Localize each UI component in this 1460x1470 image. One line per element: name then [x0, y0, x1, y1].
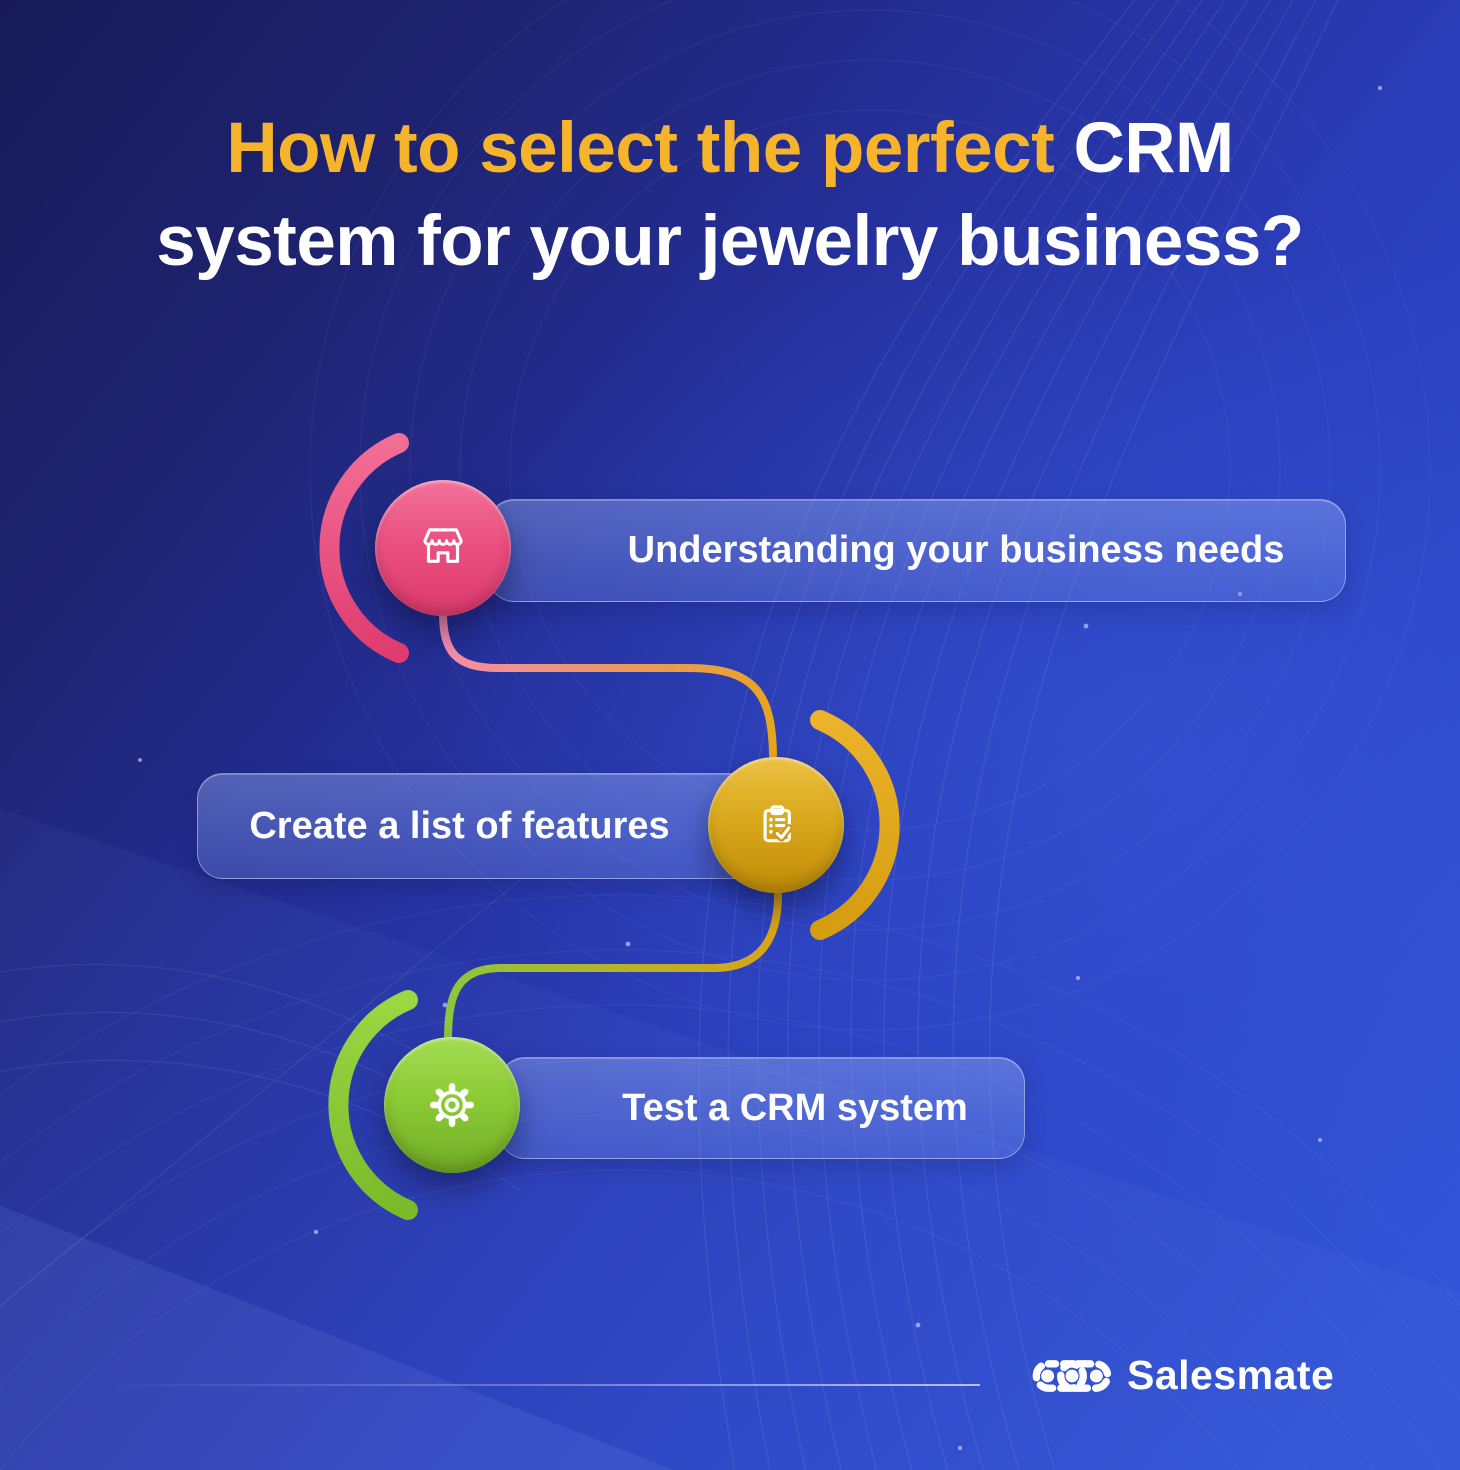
string-fan: [698, 0, 1340, 1470]
storefront-icon: [423, 528, 463, 563]
step-label-pill: Understanding your business needs: [488, 499, 1346, 602]
step2-node: [708, 757, 844, 893]
pink-arc: [319, 433, 409, 663]
chain-links-icon: [1032, 1359, 1112, 1392]
brand-name: Salesmate: [1127, 1352, 1335, 1398]
star-dots: [138, 85, 1383, 1451]
gear-icon: [430, 1083, 474, 1127]
corner-wisps: [0, 879, 521, 1307]
green-arc: [328, 990, 418, 1220]
step2-label: Create a list of features: [249, 804, 670, 847]
footer-divider: [95, 1384, 980, 1386]
title-line2: system for your jewelry business?: [156, 202, 1304, 281]
step3-node: [384, 1037, 520, 1173]
step1-label: Understanding your business needs: [627, 529, 1285, 571]
yellow-arc: [810, 710, 900, 940]
step3-label: Test a CRM system: [622, 1086, 968, 1129]
title-rest-line1: CRM: [1054, 109, 1234, 188]
step-label-pill: Create a list of features: [197, 773, 788, 879]
brand-logo: Salesmate: [1032, 1352, 1334, 1399]
step1-node: [375, 480, 511, 616]
connector-step2-step3: [444, 891, 782, 1044]
checklist-clipboard-icon: [763, 805, 793, 843]
page-title: How to select the perfect CRM system for…: [0, 102, 1460, 288]
title-highlight: How to select the perfect: [226, 109, 1055, 188]
connector-step1-step2: [439, 609, 777, 759]
step-label-pill: Test a CRM system: [499, 1057, 1025, 1159]
